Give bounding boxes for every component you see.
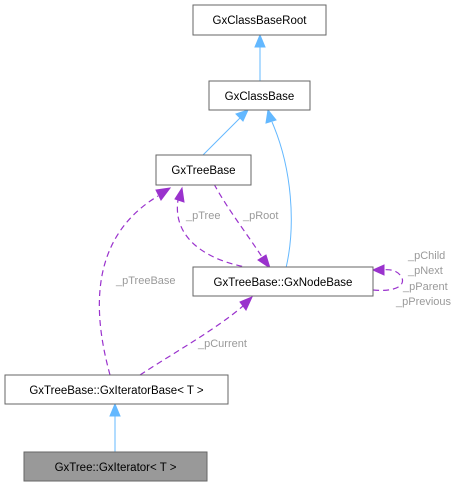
edge-proot: [213, 183, 265, 261]
node-gxclassbase[interactable]: GxClassBase: [208, 80, 311, 111]
node-box-root: [192, 4, 327, 36]
label-ptreebase: _pTreeBase: [115, 275, 176, 287]
node-label-iterator: GxTree::GxIterator< T >: [55, 462, 177, 474]
edge-treebase-to-classbase: [202, 117, 241, 156]
edge-ptreebase: [98, 195, 159, 376]
label-proot: _pRoot: [242, 210, 278, 222]
node-box-nodebase: [192, 266, 374, 297]
node-label-iteratorbase: GxTreeBase::GxIteratorBase< T >: [29, 385, 204, 397]
label-pcurrent: _pCurrent: [197, 338, 247, 350]
label-pchild: _pChild: [407, 250, 445, 262]
edge-labels: _pTree _pRoot _pTreeBase _pCurrent _pChi…: [115, 210, 452, 350]
association-edges: [98, 183, 404, 376]
node-gxtreebase[interactable]: GxTreeBase: [155, 154, 252, 186]
label-pprevious: _pPrevious: [395, 296, 452, 308]
node-gxiteratorbase[interactable]: GxTreeBase::GxIteratorBase< T >: [4, 374, 229, 405]
edge-pcurrent: [139, 305, 244, 376]
arrowhead-treebase-ptreebase: [155, 187, 172, 201]
node-box-classbase: [208, 80, 311, 111]
arrowhead-classbase-left: [235, 109, 249, 122]
node-gxclassbaseroot[interactable]: GxClassBaseRoot: [192, 4, 327, 36]
arrowhead-nodebase-proot: [257, 254, 271, 270]
edge-ptree: [176, 199, 253, 269]
label-ptree: _pTree: [185, 210, 220, 222]
arrowhead-root: [254, 33, 266, 48]
node-gxiterator: GxTree::GxIterator< T >: [23, 451, 208, 482]
inheritance-edges: [109, 33, 292, 452]
node-label-nodebase: GxTreeBase::GxNodeBase: [214, 277, 353, 289]
label-pnext: _pNext: [407, 265, 443, 277]
node-label-classbase: GxClassBase: [225, 91, 295, 103]
node-box-treebase: [155, 154, 252, 186]
arrowhead-classbase-right: [265, 108, 277, 124]
arrowhead-iteratorbase: [109, 402, 121, 417]
node-box-iteratorbase: [4, 374, 229, 405]
arrowhead-nodebase-self: [371, 264, 385, 276]
edge-self-links: [372, 269, 404, 291]
edge-nodebase-to-classbase: [271, 121, 292, 269]
label-pparent: _pParent: [402, 281, 448, 293]
node-box-iterator: [23, 451, 208, 482]
arrowhead-nodebase-pcurrent: [239, 296, 253, 311]
node-gxnodebase[interactable]: GxTreeBase::GxNodeBase: [192, 266, 374, 297]
arrowhead-treebase-ptree: [174, 186, 185, 203]
node-label-root: GxClassBaseRoot: [213, 15, 308, 27]
node-label-treebase: GxTreeBase: [171, 165, 235, 177]
